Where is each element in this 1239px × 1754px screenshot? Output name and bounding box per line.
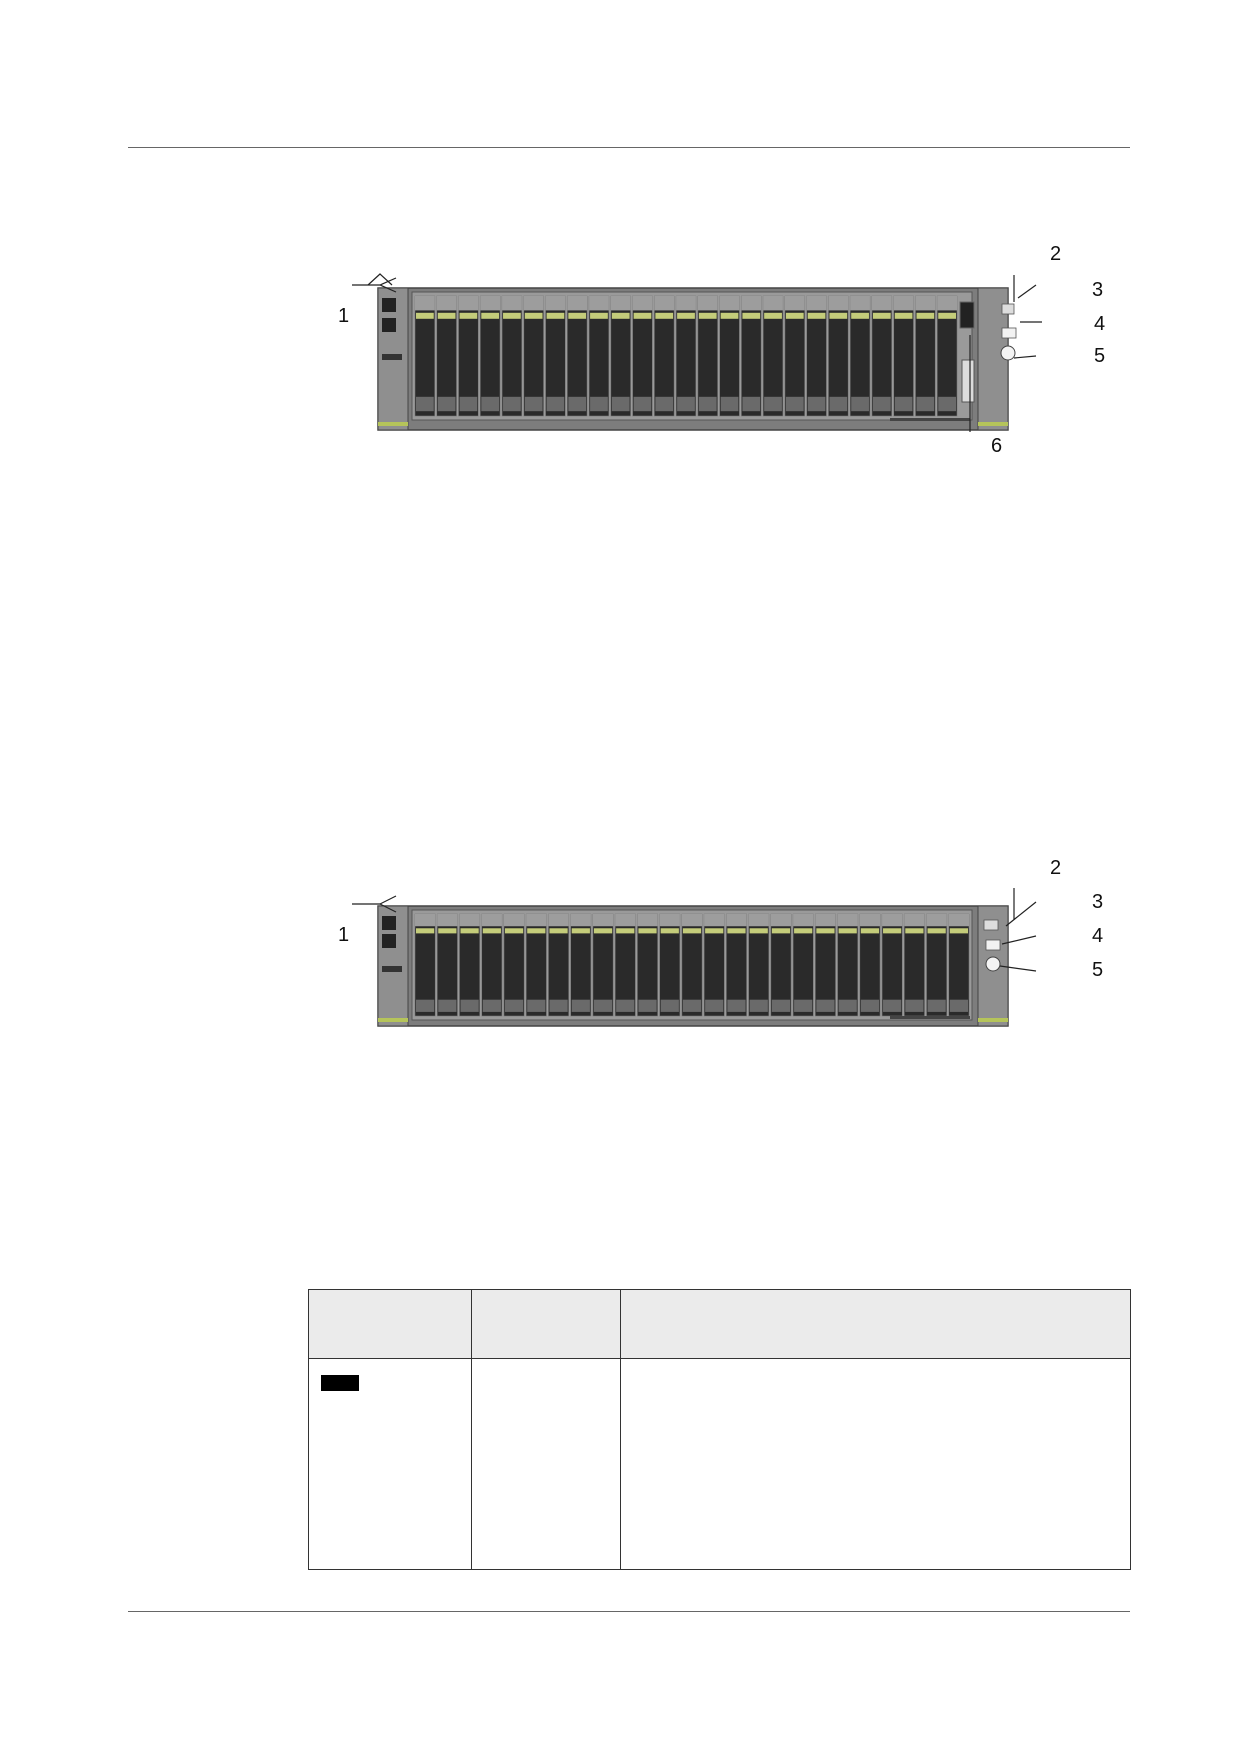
table-header-cell — [308, 1289, 472, 1359]
callout-2: 2 — [1050, 243, 1062, 265]
drive-slot — [503, 913, 525, 1017]
drive-slot — [632, 295, 653, 417]
table-header-row — [308, 1289, 1131, 1359]
drive-slot — [459, 913, 481, 1017]
drive-slot — [748, 913, 770, 1017]
drive-slot — [770, 913, 792, 1017]
callout-3: 3 — [1092, 891, 1104, 913]
table-row — [308, 1358, 1131, 1570]
drive-slot — [806, 295, 827, 417]
drive-slot — [637, 913, 658, 1017]
callout-3: 3 — [1092, 279, 1104, 301]
callout-2: 2 — [1050, 857, 1062, 879]
chassis-b — [377, 905, 1009, 1027]
drive-slot — [567, 295, 588, 417]
drive-slot — [414, 913, 436, 1017]
drive-slot — [436, 913, 458, 1017]
drive-slot — [548, 913, 569, 1017]
drive-slot — [458, 295, 479, 417]
drive-slot — [681, 913, 703, 1017]
chassis-a — [377, 287, 1017, 431]
drive-slot — [481, 913, 503, 1017]
drive-slot — [414, 295, 436, 417]
drive-slot — [614, 913, 636, 1017]
drive-slot — [654, 295, 675, 417]
drive-slot — [792, 913, 814, 1017]
drive-slot — [762, 295, 784, 417]
drive-slot — [545, 295, 566, 417]
drive-bay-a — [414, 295, 958, 417]
drive-slot — [926, 913, 948, 1017]
server-front-panel-figure-a: 1 2 3 4 5 6 — [330, 240, 1130, 460]
drive-slot — [837, 913, 859, 1017]
drive-slot — [828, 295, 849, 417]
drive-slot — [659, 913, 681, 1017]
table-cell — [471, 1358, 621, 1570]
drive-bay-b — [414, 913, 970, 1017]
drive-slot — [871, 295, 893, 417]
drive-slot — [592, 913, 614, 1017]
drive-slot — [703, 913, 725, 1017]
redacted-text-block — [321, 1375, 359, 1391]
callout-6: 6 — [991, 435, 1003, 457]
drive-slot — [859, 913, 881, 1017]
header-rule — [128, 147, 1130, 148]
table-cell — [308, 1358, 472, 1570]
drive-slot — [525, 913, 547, 1017]
drive-slot — [570, 913, 592, 1017]
callout-5: 5 — [1094, 345, 1106, 367]
drive-slot — [675, 295, 697, 417]
drive-slot — [436, 295, 457, 417]
server-front-panel-b-drawing — [352, 888, 1037, 1027]
table-header-cell — [620, 1289, 1131, 1359]
drive-slot — [903, 913, 925, 1017]
callout-legend-table — [308, 1289, 1131, 1570]
drive-slot — [849, 295, 871, 417]
callout-5: 5 — [1092, 959, 1104, 981]
drive-slot — [936, 295, 958, 417]
table-header-cell — [471, 1289, 621, 1359]
callout-1: 1 — [338, 305, 350, 327]
drive-slot — [719, 295, 740, 417]
server-front-panel-figure-b: 1 2 3 4 5 — [330, 858, 1130, 1038]
drive-slot — [610, 295, 631, 417]
table-cell — [620, 1358, 1131, 1570]
drive-slot — [784, 295, 805, 417]
drive-slot — [588, 295, 610, 417]
drive-slot — [915, 295, 936, 417]
server-front-panel-a-drawing — [352, 273, 1042, 432]
drive-slot — [741, 295, 762, 417]
drive-slot — [697, 295, 718, 417]
drive-slot — [501, 295, 523, 417]
callout-1: 1 — [338, 924, 350, 946]
drive-slot — [948, 913, 970, 1017]
callout-4: 4 — [1092, 925, 1104, 947]
footer-rule — [128, 1611, 1130, 1612]
drive-slot — [815, 913, 836, 1017]
drive-slot — [881, 913, 903, 1017]
drive-slot — [893, 295, 914, 417]
drive-slot — [726, 913, 747, 1017]
callout-4: 4 — [1094, 313, 1106, 335]
drive-slot — [479, 295, 501, 417]
drive-slot — [523, 295, 544, 417]
